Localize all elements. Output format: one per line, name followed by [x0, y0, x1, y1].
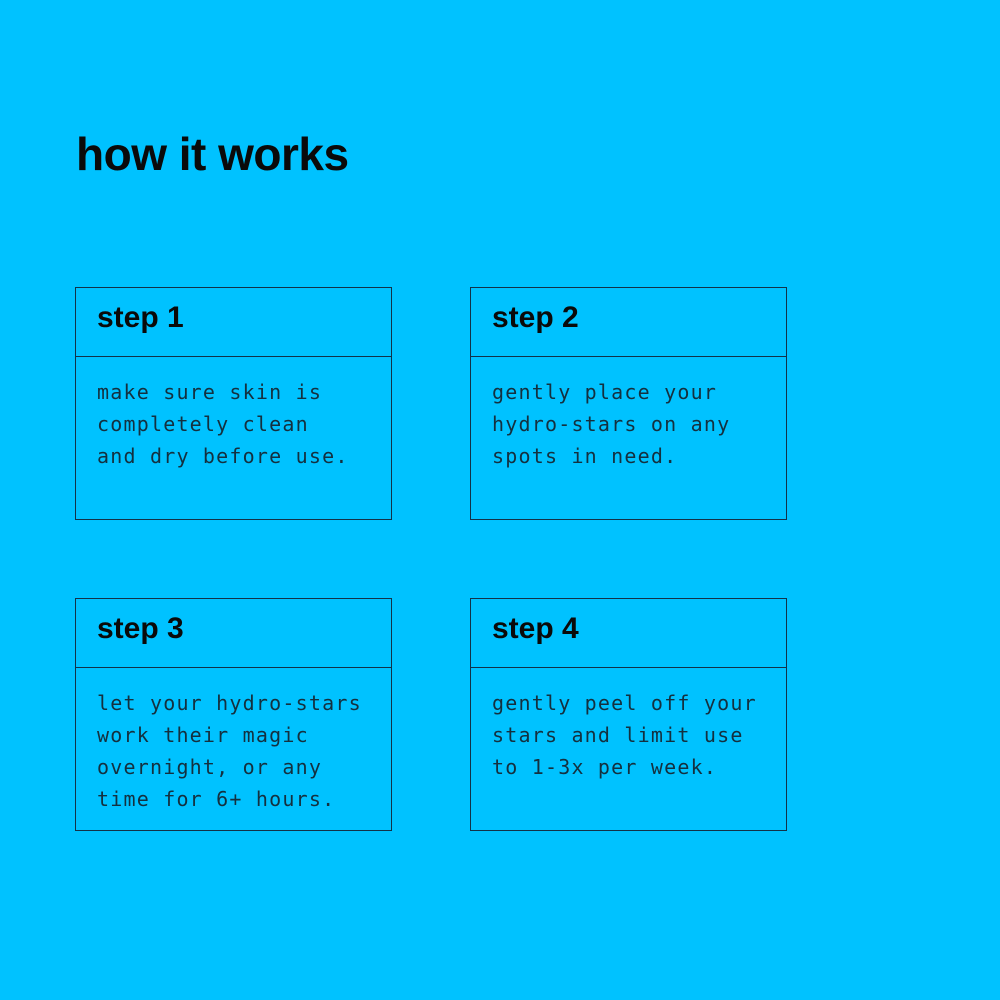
- step-1-description: make sure skin is completely clean and d…: [97, 380, 349, 468]
- step-card-2: step 2 gently place your hydro-stars on …: [470, 287, 787, 520]
- step-card-3: step 3 let your hydro-stars work their m…: [75, 598, 392, 831]
- page-title: how it works: [76, 127, 349, 180]
- step-3-label: step 3: [76, 599, 391, 668]
- step-4-description: gently peel off your stars and limit use…: [492, 691, 757, 779]
- step-card-4: step 4 gently peel off your stars and li…: [470, 598, 787, 831]
- step-card-1: step 1 make sure skin is completely clea…: [75, 287, 392, 520]
- step-3-description: let your hydro-stars work their magic ov…: [97, 691, 362, 811]
- step-2-description: gently place your hydro-stars on any spo…: [492, 380, 731, 468]
- step-1-label: step 1: [76, 288, 391, 357]
- step-2-label: step 2: [471, 288, 786, 357]
- steps-grid: step 1 make sure skin is completely clea…: [75, 287, 787, 831]
- step-4-label: step 4: [471, 599, 786, 668]
